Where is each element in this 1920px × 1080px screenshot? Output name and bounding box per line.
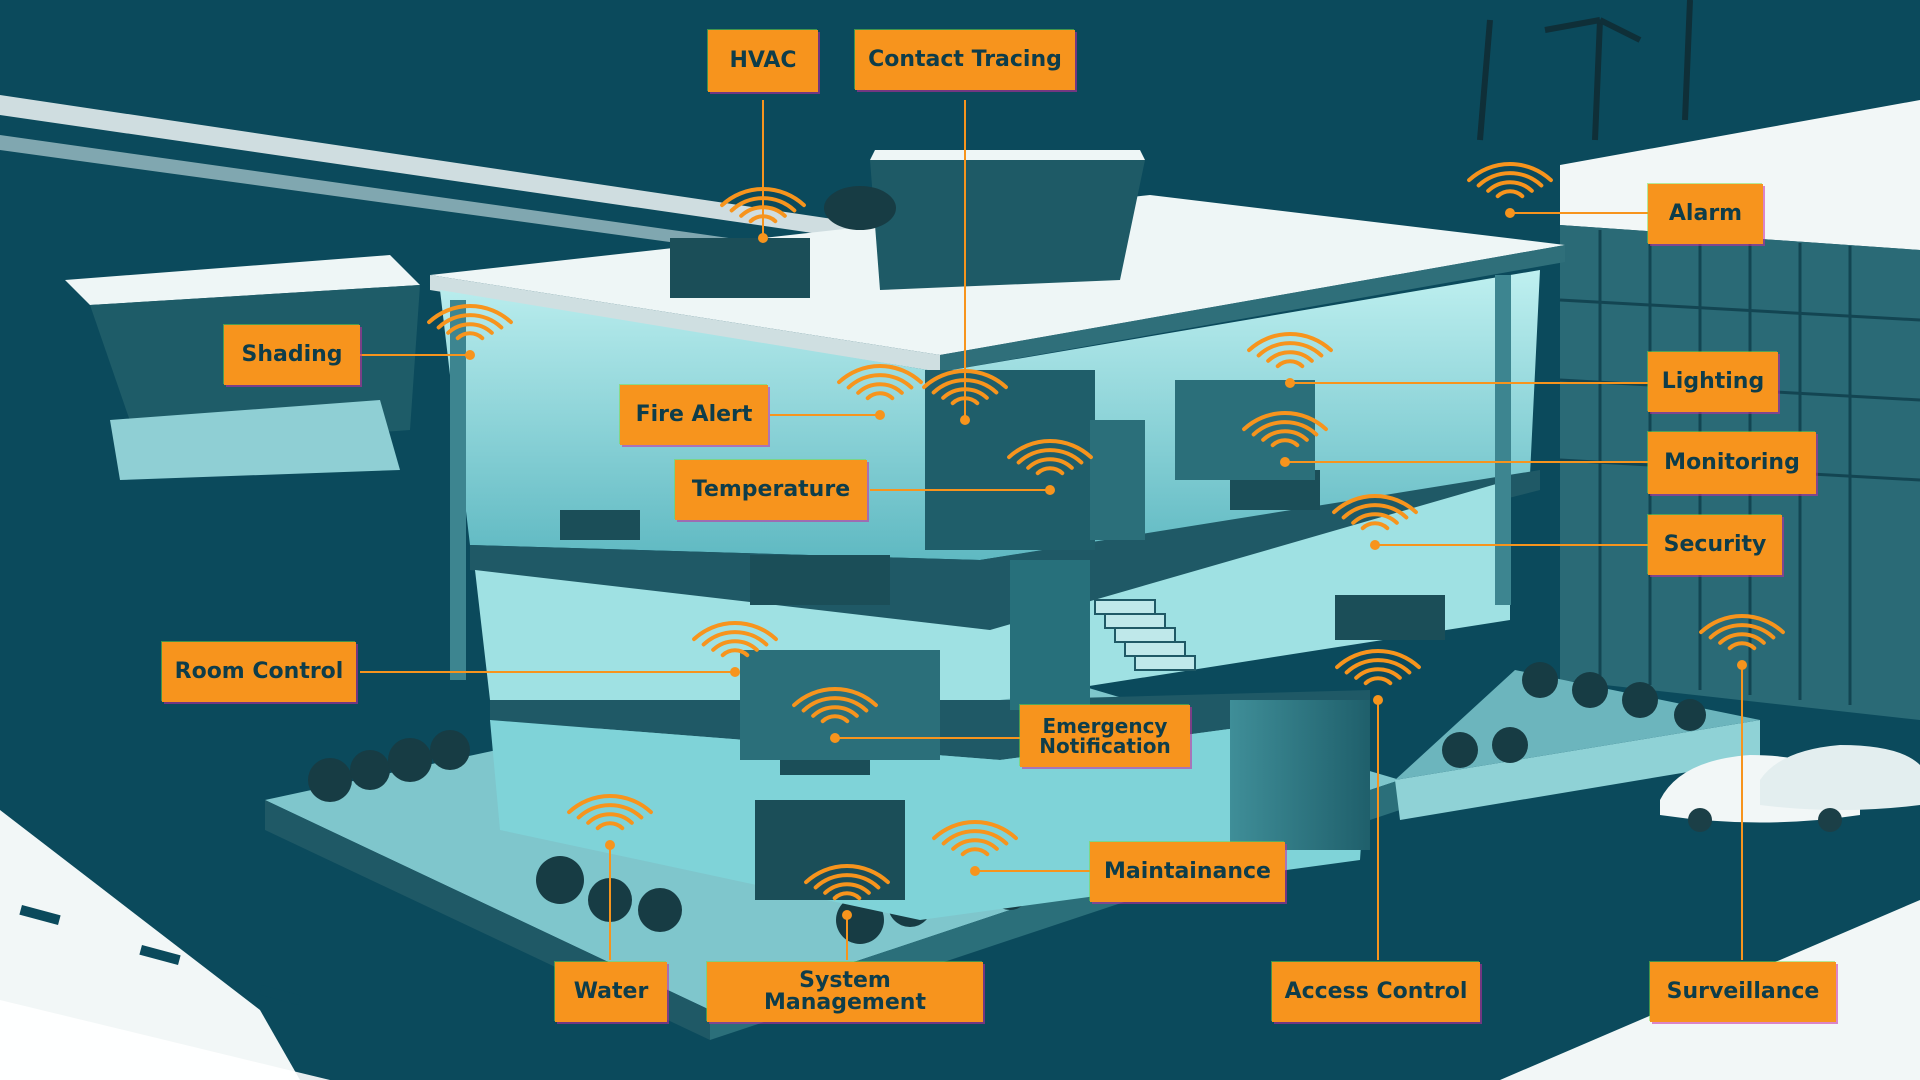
sensor-dot-surveillance (1737, 660, 1747, 670)
label-room-control: Room Control (162, 642, 356, 702)
label-lighting: Lighting (1648, 352, 1778, 412)
sensor-dot-shading (465, 350, 475, 360)
label-fire-alert: Fire Alert (620, 385, 768, 445)
label-surveillance: Surveillance (1650, 962, 1836, 1022)
signal-wave (1366, 678, 1391, 683)
sensor-dot-monitoring (1280, 457, 1290, 467)
sensor-dot-access-control (1373, 695, 1383, 705)
label-access-control: Access Control (1272, 962, 1480, 1022)
sensor-dot-maintainance (970, 866, 980, 876)
sensor-dot-contact-tracing (960, 415, 970, 425)
sensor-dot-emergency-notification (830, 733, 840, 743)
label-contact-tracing: Contact Tracing (855, 30, 1075, 90)
label-alarm: Alarm (1648, 184, 1763, 244)
label-maintainance: Maintainance (1090, 842, 1285, 902)
label-hvac: HVAC (708, 30, 818, 92)
sensor-dot-temperature (1045, 485, 1055, 495)
wind-turbines (1480, 0, 1690, 140)
sensor-dot-room-control (730, 667, 740, 677)
sensor-dot-water (605, 840, 615, 850)
sensor-dot-fire-alert (875, 410, 885, 420)
sensor-dot-alarm (1505, 208, 1515, 218)
label-shading: Shading (224, 325, 360, 385)
label-security: Security (1648, 515, 1782, 575)
sensor-dot-hvac (758, 233, 768, 243)
label-temperature: Temperature (675, 460, 867, 520)
label-monitoring: Monitoring (1648, 432, 1816, 494)
label-emergency-notification: Emergency Notification (1020, 705, 1190, 767)
sensor-dot-security (1370, 540, 1380, 550)
sensor-dot-system-management (842, 910, 852, 920)
label-system-management: System Management (707, 962, 983, 1022)
label-water: Water (555, 962, 667, 1022)
sensor-dot-lighting (1285, 378, 1295, 388)
wifi-signal-icon (1469, 164, 1551, 218)
signal-wave (1498, 191, 1523, 196)
